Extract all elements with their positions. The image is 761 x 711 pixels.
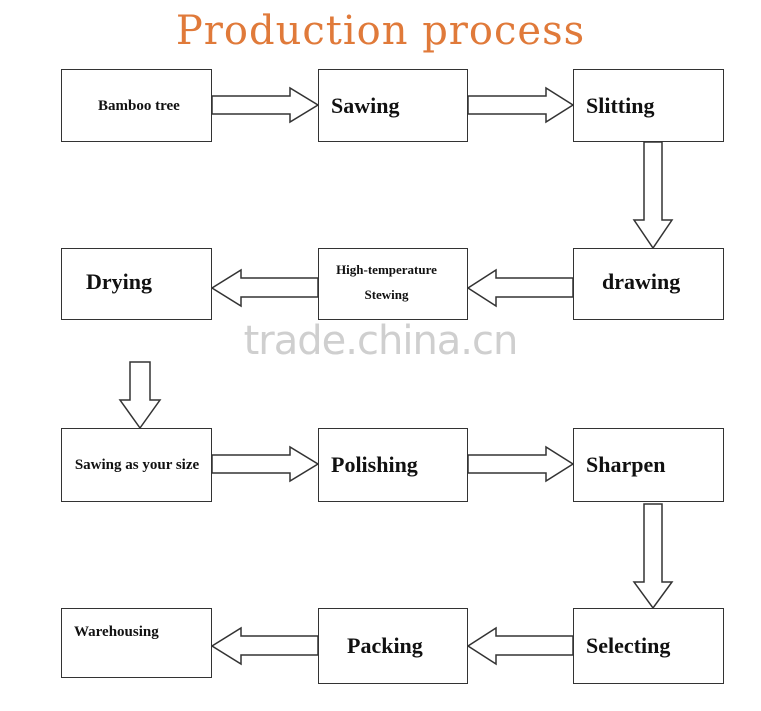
step-slitting: Slitting bbox=[573, 69, 724, 142]
arrow-stewing-to-drying bbox=[210, 268, 319, 308]
arrow-sawing-size-to-polishing bbox=[211, 445, 320, 483]
step-label: Bamboo tree bbox=[98, 97, 180, 114]
step-sawing: Sawing bbox=[318, 69, 468, 142]
arrow-drying-to-sawing-size bbox=[118, 361, 162, 430]
step-high-temperature-stewing: High-temperature Stewing bbox=[318, 248, 468, 320]
arrow-selecting-to-packing bbox=[466, 626, 574, 666]
step-packing: Packing bbox=[318, 608, 468, 684]
step-selecting: Selecting bbox=[573, 608, 724, 684]
arrow-polishing-to-sharpen bbox=[467, 445, 575, 483]
arrow-packing-to-warehousing bbox=[210, 626, 319, 666]
arrow-slitting-to-drawing bbox=[632, 141, 674, 250]
step-label: High-temperature Stewing bbox=[336, 262, 437, 302]
step-warehousing: Warehousing bbox=[61, 608, 212, 678]
step-label: Slitting bbox=[586, 92, 655, 118]
arrow-sharpen-to-selecting bbox=[632, 503, 674, 610]
step-label: Sharpen bbox=[586, 452, 666, 477]
step-sawing-as-your-size: Sawing as your size bbox=[61, 428, 212, 502]
arrow-drawing-to-stewing bbox=[466, 268, 574, 308]
watermark: trade.china.cn bbox=[243, 318, 519, 364]
step-drying: Drying bbox=[61, 248, 212, 320]
step-polishing: Polishing bbox=[318, 428, 468, 502]
step-label: drawing bbox=[602, 269, 681, 294]
step-label: Warehousing bbox=[74, 624, 159, 640]
step-label: Drying bbox=[86, 269, 152, 294]
step-label: Selecting bbox=[586, 633, 671, 658]
arrow-bamboo-to-sawing bbox=[211, 86, 320, 124]
step-label: Sawing as your size bbox=[74, 457, 200, 473]
step-label: Sawing bbox=[331, 92, 400, 118]
step-label: Packing bbox=[347, 633, 423, 658]
step-drawing: drawing bbox=[573, 248, 724, 320]
page-title: Production process bbox=[175, 8, 586, 54]
arrow-sawing-to-slitting bbox=[467, 86, 575, 124]
step-bamboo-tree: Bamboo tree bbox=[61, 69, 212, 142]
step-label: Polishing bbox=[331, 452, 418, 477]
step-sharpen: Sharpen bbox=[573, 428, 724, 502]
